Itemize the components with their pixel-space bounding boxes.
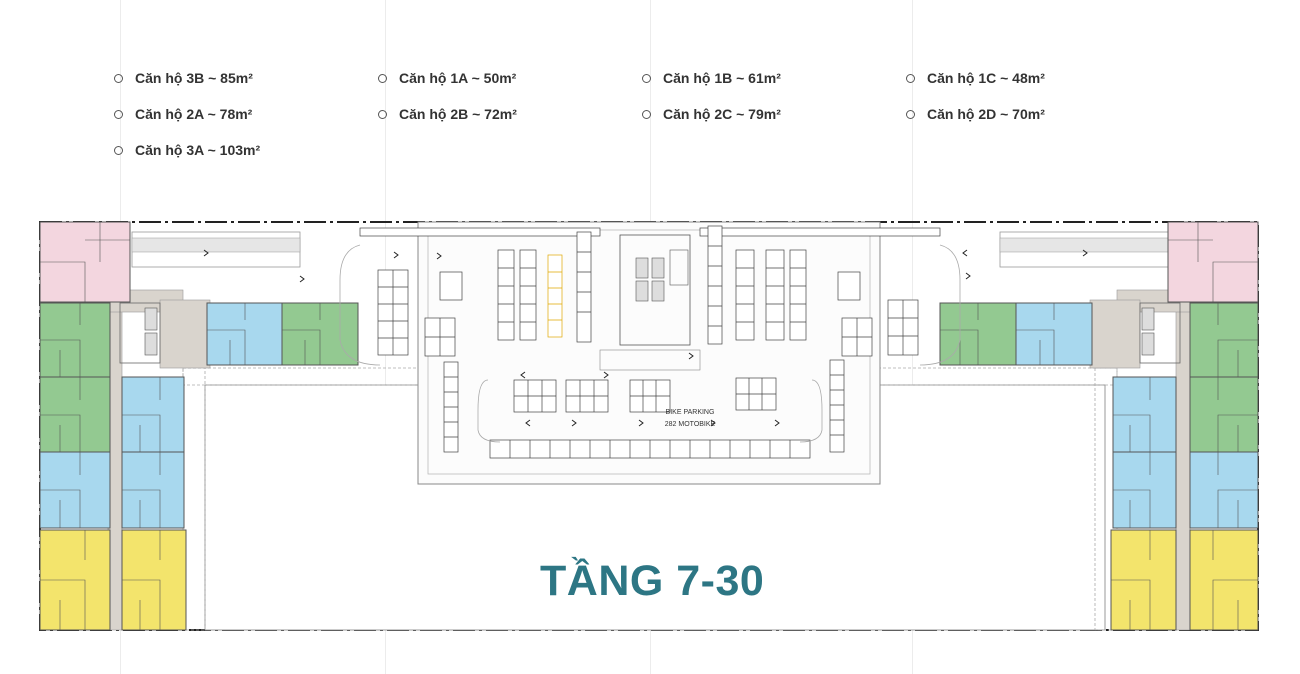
legend-item-2a: Căn hộ 2A ~ 78m² <box>114 106 252 122</box>
circle-icon <box>378 109 387 119</box>
circle-icon <box>114 145 123 155</box>
legend-label: Căn hộ 2D ~ 70m² <box>927 106 1045 122</box>
circle-icon <box>906 109 915 119</box>
parking-count: 282 MOTOBIKE <box>665 421 716 428</box>
floor-title: TẦNG 7-30 <box>540 557 765 605</box>
circle-icon <box>114 73 123 83</box>
legend-label: Căn hộ 1C ~ 48m² <box>927 70 1045 86</box>
legend-label: Căn hộ 1B ~ 61m² <box>663 70 781 86</box>
legend-label: Căn hộ 3A ~ 103m² <box>135 142 261 158</box>
legend-item-1b: Căn hộ 1B ~ 61m² <box>642 70 781 86</box>
circle-icon <box>114 109 123 119</box>
legend-item-2b: Căn hộ 2B ~ 72m² <box>378 106 517 122</box>
legend-label: Căn hộ 3B ~ 85m² <box>135 70 253 86</box>
legend-item-2c: Căn hộ 2C ~ 79m² <box>642 106 781 122</box>
circle-icon <box>906 73 915 83</box>
legend-label: Căn hộ 2C ~ 79m² <box>663 106 781 122</box>
circle-icon <box>642 73 651 83</box>
legend-label: Căn hộ 1A ~ 50m² <box>399 70 517 86</box>
legend-item-3a: Căn hộ 3A ~ 103m² <box>114 142 260 158</box>
legend-item-3b: Căn hộ 3B ~ 85m² <box>114 70 253 86</box>
circle-icon <box>378 73 387 83</box>
parking-label: BIKE PARKING <box>666 409 715 416</box>
circle-icon <box>642 109 651 119</box>
legend-item-1c: Căn hộ 1C ~ 48m² <box>906 70 1045 86</box>
legend-item-1a: Căn hộ 1A ~ 50m² <box>378 70 516 86</box>
legend-item-2d: Căn hộ 2D ~ 70m² <box>906 106 1045 122</box>
legend-label: Căn hộ 2B ~ 72m² <box>399 106 517 122</box>
legend-label: Căn hộ 2A ~ 78m² <box>135 106 253 122</box>
